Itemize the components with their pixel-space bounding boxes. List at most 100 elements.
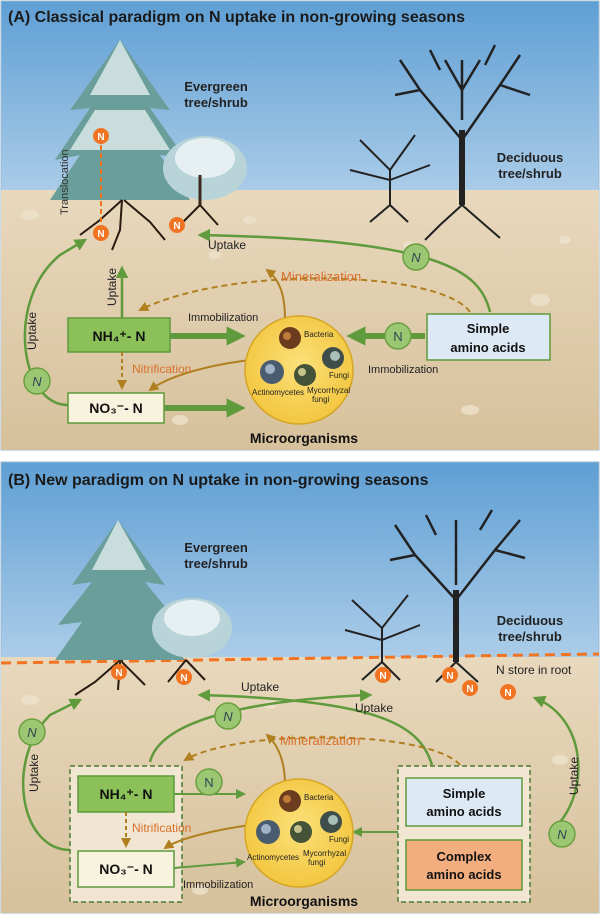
panel-a-n-shrub-root: N bbox=[169, 217, 185, 233]
panel-b-deciduous-label-1: Deciduous bbox=[497, 613, 563, 628]
panel-a-evergreen-tree bbox=[50, 40, 247, 251]
panel-b-ammonium-box bbox=[77, 775, 175, 813]
panel-b-uptake-right-label: Uptake bbox=[567, 757, 581, 795]
panel-a-evergreen-label-2: tree/shrub bbox=[184, 95, 248, 110]
panel-b-right-uptake-arrow bbox=[532, 695, 580, 833]
panel-a: (A) Classical paradigm on N uptake in no… bbox=[0, 0, 600, 451]
panel-a-uptake-top-label: Uptake bbox=[208, 238, 246, 252]
panel-b-microbe-images bbox=[256, 790, 342, 844]
panel-a-micro-nitrification-arrow bbox=[148, 359, 251, 392]
svg-text:N: N bbox=[466, 684, 473, 695]
panel-b-actinomycetes-label: Actinomycetes bbox=[247, 853, 299, 862]
svg-text:N: N bbox=[379, 671, 386, 682]
panel-b-mycorrhizal-label-1: Mycorrhyzal bbox=[303, 849, 346, 858]
panel-b-mycorrhizal-label-2: fungi bbox=[308, 858, 326, 867]
panel-a-mycorrhizal-label-1: Mycorrhyzal bbox=[307, 386, 350, 395]
panel-b-deciduous-tree bbox=[344, 509, 526, 683]
panel-b-simple-amino-label-2: amino acids bbox=[426, 804, 501, 819]
panel-b-evergreen-tree bbox=[55, 520, 232, 696]
panel-a-n-leaf: N bbox=[93, 128, 109, 144]
panel-b-uptake-top1-label: Uptake bbox=[241, 680, 279, 694]
panel-b-nitrate-label: NO₃⁻- N bbox=[99, 861, 153, 877]
panel-b-fungi-label: Fungi bbox=[329, 835, 349, 844]
panel-b-n-green-right: N bbox=[548, 820, 576, 848]
panel-b-immobilization-label: Immobilization bbox=[183, 879, 253, 891]
panel-a-actinomycetes-label: Actinomycetes bbox=[252, 388, 304, 397]
panel-b-evergreen-label-1: Evergreen bbox=[184, 540, 248, 555]
panel-b-uptake-top2-label: Uptake bbox=[355, 701, 393, 715]
svg-text:N: N bbox=[173, 221, 180, 232]
svg-text:N: N bbox=[204, 775, 213, 790]
panel-b-n-store-label: N store in root bbox=[496, 663, 572, 677]
panel-b-title: (B) New paradigm on N uptake in non-grow… bbox=[8, 472, 429, 489]
panel-b-complex-amino-label-1: Complex bbox=[437, 849, 493, 864]
panel-b-simple-amino-box bbox=[405, 777, 523, 827]
panel-b-no3-immobilization-arrow bbox=[173, 857, 246, 869]
panel-b-n-store-line bbox=[0, 652, 600, 665]
panel-b-n-green-top: N bbox=[214, 702, 242, 730]
panel-b-n-deciduous-root-4: N bbox=[500, 684, 516, 700]
panel-b-complex-amino-label-2: amino acids bbox=[426, 867, 501, 882]
panel-a-fungi-label: Fungi bbox=[329, 371, 349, 380]
panel-a-title: (A) Classical paradigm on N uptake in no… bbox=[8, 9, 465, 26]
panel-a-immobilization-label-1: Immobilization bbox=[188, 312, 258, 324]
panel-b-n-green-left: N bbox=[18, 718, 46, 746]
panel-a-evergreen-label-1: Evergreen bbox=[184, 79, 248, 94]
panel-b-uptake-top1-arrow bbox=[197, 689, 434, 766]
panel-a-amino-label-1: Simple bbox=[467, 321, 510, 336]
panel-a-n-green-left: N bbox=[23, 367, 51, 395]
panel-a-deciduous-label-1: Deciduous bbox=[497, 150, 563, 165]
svg-text:N: N bbox=[115, 668, 122, 679]
panel-b-mineralization-label: Mineralization bbox=[280, 733, 360, 748]
svg-text:N: N bbox=[27, 725, 37, 740]
panel-b-microorganisms-label: Microorganisms bbox=[250, 893, 358, 909]
panel-b-micro-nitrification-arrow bbox=[163, 824, 251, 850]
panel-b-n-green-mid: N bbox=[195, 768, 223, 796]
panel-b-ammonium-label: NH₄⁺- N bbox=[100, 786, 153, 802]
svg-text:N: N bbox=[446, 671, 453, 682]
svg-text:N: N bbox=[504, 688, 511, 699]
panel-b-nitrate-box bbox=[77, 850, 175, 888]
panel-a-amino-box bbox=[426, 313, 551, 361]
panel-a-deciduous-tree bbox=[349, 44, 531, 241]
panel-a-immobilization-label-2: Immobilization bbox=[368, 364, 438, 376]
panel-b-simple-amino-label-1: Simple bbox=[443, 786, 486, 801]
panel-b-complex-amino-box bbox=[405, 839, 523, 891]
panel-a-microbe-images bbox=[260, 327, 344, 386]
panel-a-mycorrhizal-label-2: fungi bbox=[312, 395, 330, 404]
panel-a-deciduous-label-2: tree/shrub bbox=[498, 166, 562, 181]
panel-a-uptake-mid-label: Uptake bbox=[105, 268, 119, 306]
panel-a-bacteria-label: Bacteria bbox=[304, 330, 334, 339]
panel-a-micro-mineralization-arrow bbox=[265, 268, 286, 321]
panel-a-pebbles bbox=[21, 210, 571, 425]
panel-a-amino-label-2: amino acids bbox=[450, 340, 525, 355]
panel-a-uptake-left-label: Uptake bbox=[25, 312, 39, 350]
panel-b-n-deciduous-root-1: N bbox=[375, 667, 391, 683]
panel-a-n-green-mid: N bbox=[384, 322, 412, 350]
panel-b-evergreen-label-2: tree/shrub bbox=[184, 556, 248, 571]
panel-b-n-shrub-root: N bbox=[176, 669, 192, 685]
panel-a-nitrification-label: Nitrification bbox=[132, 362, 191, 376]
panel-a-mineralization-label: Mineralization bbox=[281, 269, 361, 284]
panel-a-left-uptake-arrow bbox=[23, 238, 88, 407]
panel-b-n-deciduous-root-3: N bbox=[462, 680, 478, 696]
panel-b-n-deciduous-root-2: N bbox=[442, 667, 458, 683]
svg-text:N: N bbox=[97, 229, 104, 240]
panel-a-ammonium-box bbox=[67, 317, 171, 353]
svg-text:N: N bbox=[97, 132, 104, 143]
panel-a-translocation-label: Translocation bbox=[59, 149, 71, 215]
panel-a-ammonium-label: NH₄⁺- N bbox=[93, 328, 146, 344]
panel-b-uptake-left-label: Uptake bbox=[27, 754, 41, 792]
panel-a-microorganisms-label: Microorganisms bbox=[250, 430, 358, 446]
panel-a-n-green-top: N bbox=[402, 243, 430, 271]
panel-b-nitrification-label: Nitrification bbox=[132, 821, 191, 835]
svg-text:N: N bbox=[180, 673, 187, 684]
svg-text:N: N bbox=[223, 709, 233, 724]
panel-b: (B) New paradigm on N uptake in non-grow… bbox=[0, 461, 600, 914]
panel-b-deciduous-label-2: tree/shrub bbox=[498, 629, 562, 644]
panel-b-n-evergreen-root: N bbox=[111, 664, 127, 680]
panel-b-mineralization-arrow bbox=[183, 736, 461, 766]
panel-a-top-uptake-arrow bbox=[197, 228, 492, 313]
